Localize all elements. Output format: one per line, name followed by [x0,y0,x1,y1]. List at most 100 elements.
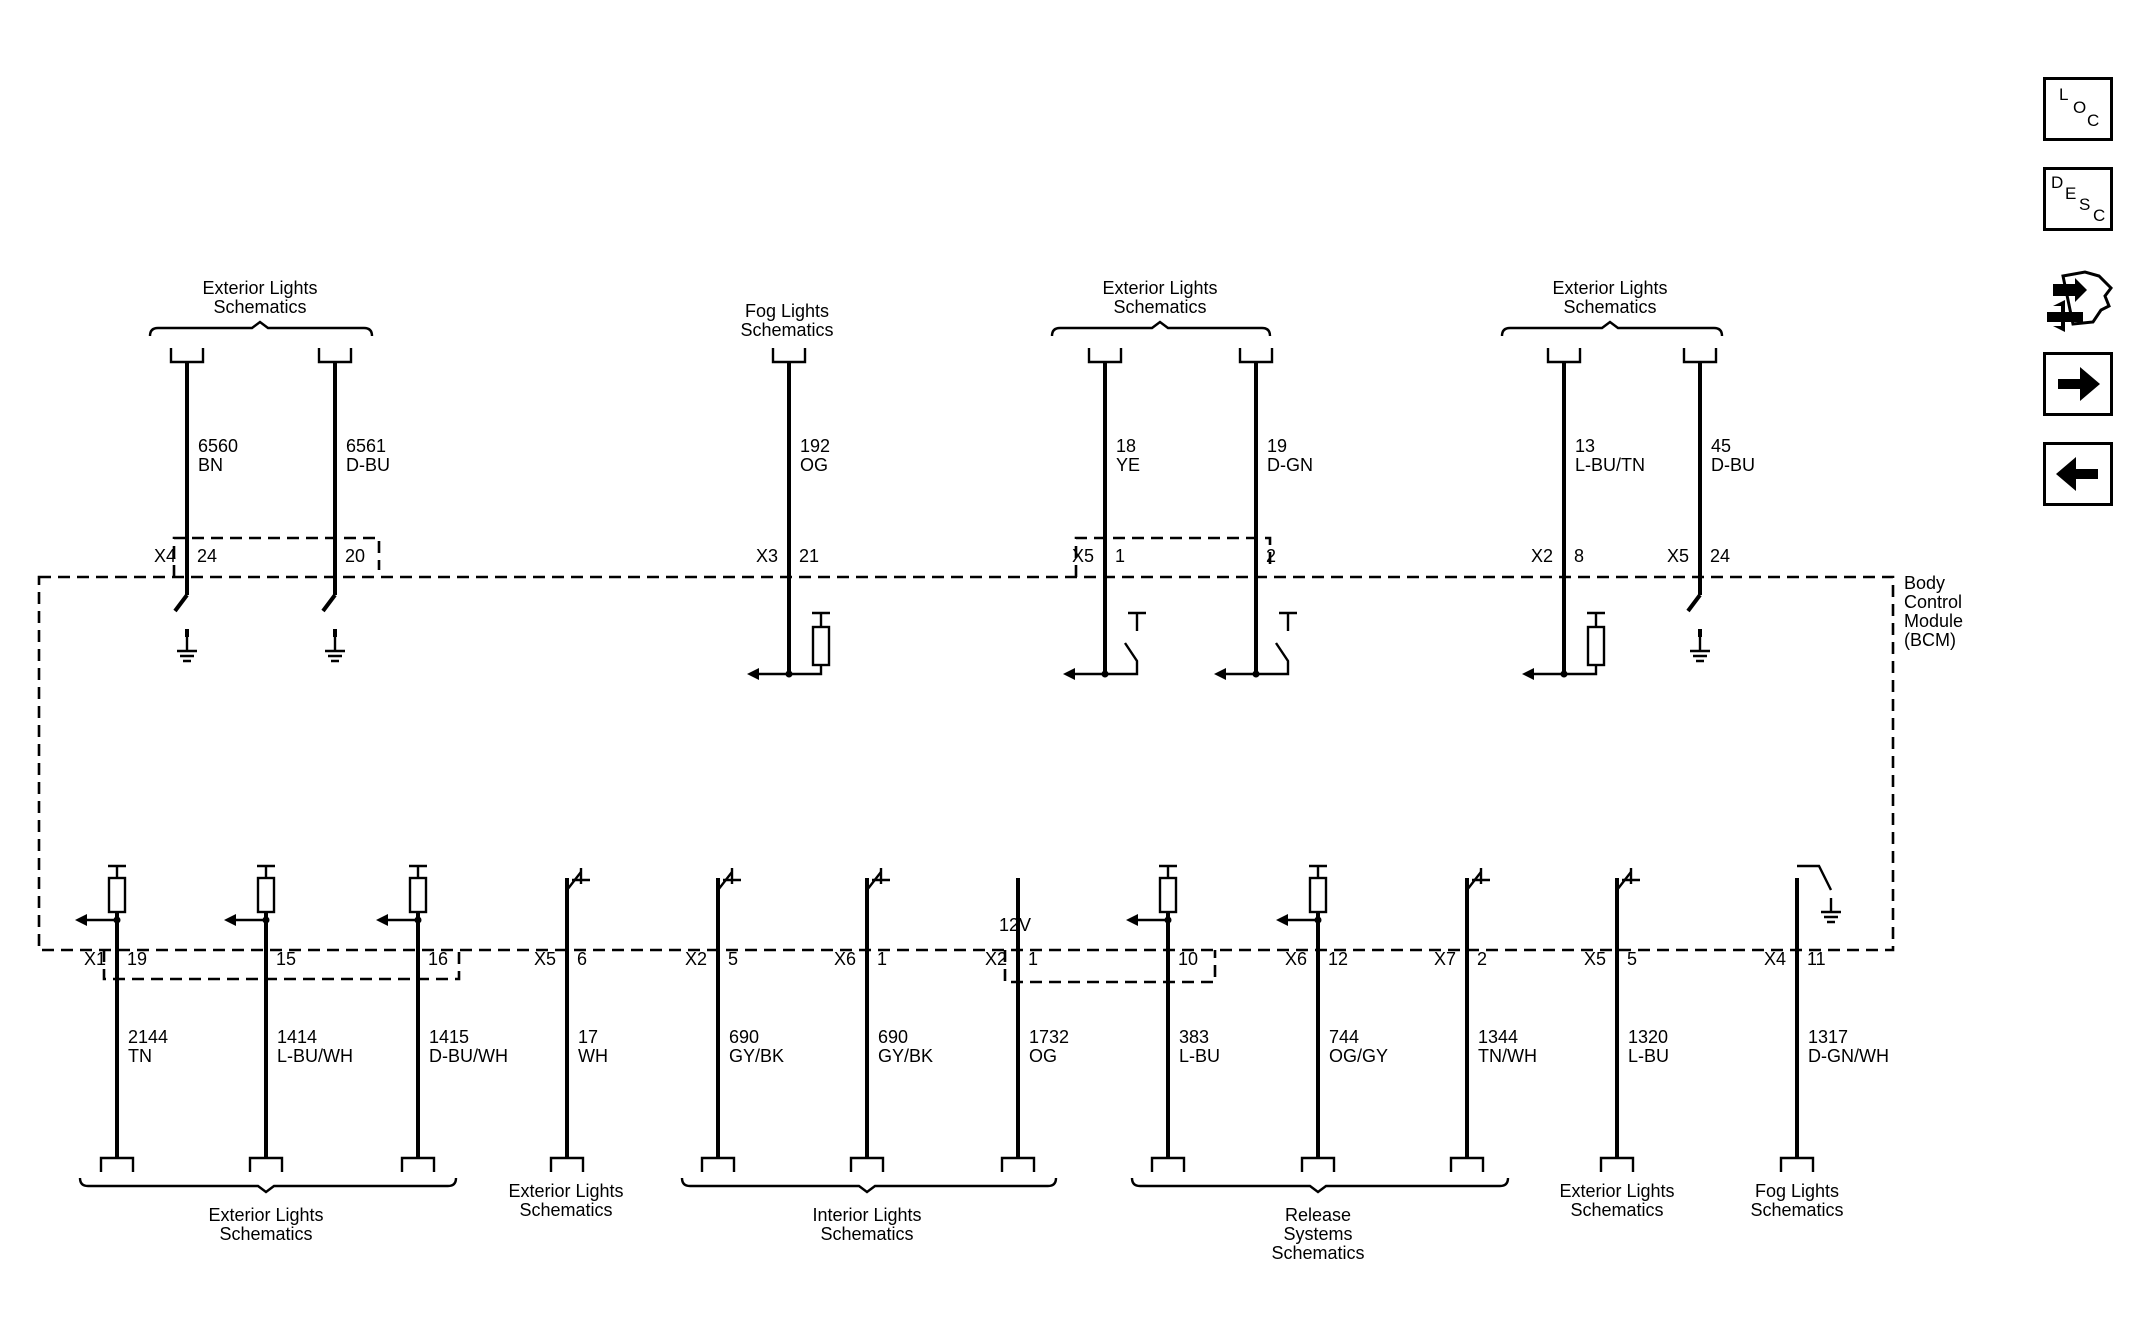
next-button[interactable] [2043,352,2113,416]
connector-terminal [1150,1156,1186,1172]
connector-terminal [1238,348,1274,364]
arrow-left-icon [2056,457,2098,491]
circuit-number: 690 [878,1027,908,1047]
loc-letter-o: O [2073,98,2086,117]
previous-button[interactable] [2043,442,2113,506]
harness-group-label: Exterior Lights [1559,1181,1674,1201]
harness-group-label: Schematics [1750,1200,1843,1220]
wire-color: GY/BK [729,1046,784,1066]
connector-terminal [248,1156,284,1172]
pin-number: 21 [799,546,819,566]
signal-line [87,912,119,922]
circuit-number: 6561 [346,436,386,456]
ground-icon [1690,649,1710,663]
wire-color: L-BU [1179,1046,1220,1066]
circuit-number: 1415 [429,1027,469,1047]
arrow-icon [1522,668,1534,680]
connector-terminal [1449,1156,1485,1172]
switch-icon [723,868,741,882]
voltage-label: 12V [999,915,1031,935]
description-button[interactable]: D E S C [2043,167,2113,231]
harness-bracket [148,320,374,337]
circuit-number: 1320 [1628,1027,1668,1047]
connector-id: X3 [756,546,778,566]
wire-color: TN/WH [1478,1046,1537,1066]
connector-end-view-button[interactable] [2043,262,2115,338]
bcm-module-label: (BCM) [1904,630,1956,650]
connector-id: X2 [685,949,707,969]
circuit-number: 383 [1179,1027,1209,1047]
pullup-icon [409,864,427,878]
pullup-icon [1309,864,1327,878]
pullup-icon [257,864,275,878]
harness-bracket [1130,1177,1510,1194]
harness-group-label: Exterior Lights [1552,278,1667,298]
circuit-number: 45 [1711,436,1731,456]
connector-terminal [169,348,205,364]
harness-group-label: Schematics [820,1224,913,1244]
bcm-module-label: Body [1904,573,1945,593]
connector-terminal [1599,1156,1635,1172]
pullup-icon [812,611,830,627]
connector-terminal [99,1156,135,1172]
connector-id: X5 [1072,546,1094,566]
wire-color: OG [800,455,828,475]
junction-dot [1252,670,1260,678]
pin-number: 2 [1477,949,1487,969]
switch-icon [1797,864,1833,891]
arrow-icon [1276,914,1288,926]
signal-line [236,912,268,922]
connector-id: X6 [1285,949,1307,969]
pullup-icon [1159,864,1177,878]
wire-color: D-GN [1267,455,1313,475]
loc-letter-c: C [2087,111,2099,130]
connector-id: X5 [1667,546,1689,566]
connector-terminal [700,1156,736,1172]
switch-icon [872,868,890,882]
wire-color: WH [578,1046,608,1066]
arrow-icon [224,914,236,926]
wire-color: OG [1029,1046,1057,1066]
desc-letter-d: D [2051,173,2063,192]
resistor-icon [811,625,831,667]
wire-color: GY/BK [878,1046,933,1066]
pin-number: 1 [1115,546,1125,566]
junction-dot [785,670,793,678]
arrow-icon [75,914,87,926]
harness-bracket [1500,320,1724,337]
pin-number: 5 [728,949,738,969]
connector-terminal [549,1156,585,1172]
connector-id: X4 [1764,949,1786,969]
harness-group-label: Schematics [1113,297,1206,317]
connector-terminal [849,1156,885,1172]
connector-id: X7 [1434,949,1456,969]
junction-dot [1314,916,1322,924]
pullup-icon [1587,611,1605,627]
connector-terminal [400,1156,436,1172]
harness-group-label: Release [1285,1205,1351,1225]
desc-letter-e: E [2065,184,2076,203]
wire-color: OG/GY [1329,1046,1388,1066]
harness-group-label: Schematics [519,1200,612,1220]
wire-color: TN [128,1046,152,1066]
pin-number: 8 [1574,546,1584,566]
circuit-number: 1317 [1808,1027,1848,1047]
connector-id: X5 [1584,949,1606,969]
connector-id: X6 [834,949,856,969]
circuit-number: 1732 [1029,1027,1069,1047]
location-button[interactable]: L O C [2043,77,2113,141]
wire-color: L-BU [1628,1046,1669,1066]
connector-end-view-icon [2047,270,2113,332]
signal-line [789,665,823,676]
switch-icon [1105,611,1146,676]
harness-group-label: Schematics [219,1224,312,1244]
resistor-icon [1586,625,1606,667]
junction-dot [1101,670,1109,678]
pullup-icon [108,864,126,878]
pin-number: 1 [1028,949,1038,969]
harness-group-label: Exterior Lights [208,1205,323,1225]
arrow-icon [1063,668,1075,680]
switch-icon [1622,868,1640,882]
bcm-module-boundary [37,575,1895,952]
